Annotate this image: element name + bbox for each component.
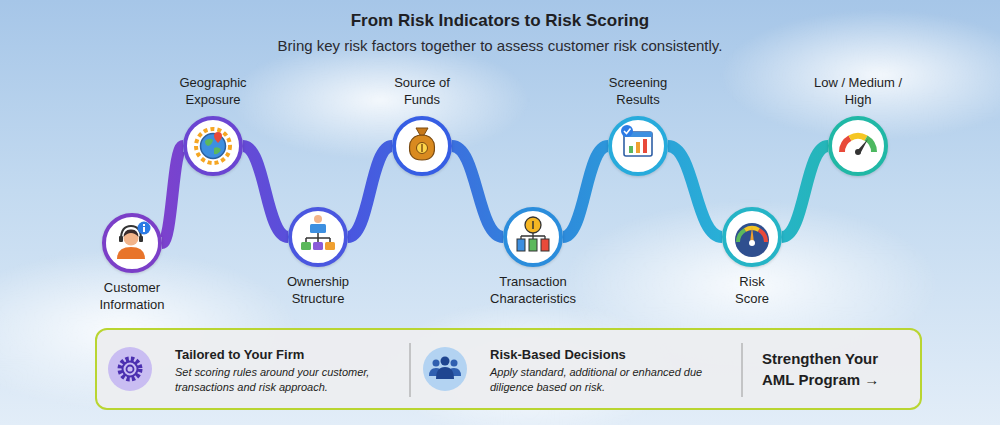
step-label: Low / Medium / High	[808, 74, 908, 108]
wave-connector	[563, 146, 608, 237]
call-to-action: Strengthen Your AML Program →	[762, 348, 912, 390]
step-circle: Risk Score	[722, 207, 782, 267]
wave-connector	[782, 146, 828, 237]
step-label: Risk Score	[727, 273, 777, 307]
subtitle: Bring key risk factors together to asses…	[0, 37, 1000, 54]
step-label: Customer Information	[92, 279, 172, 313]
step-circle: Source of Funds	[392, 116, 452, 176]
panel-heading: Tailored to Your Firm	[175, 347, 405, 363]
diagram-title: From Risk Indicators to Risk Scoring	[0, 11, 1000, 31]
step-circle: Low / Medium / High	[828, 116, 888, 176]
step-circle: Customer Information	[102, 213, 162, 273]
panel-text: Set scoring rules around your customer, …	[175, 365, 407, 395]
step-label: Transaction Characteristics	[480, 273, 586, 307]
wave-connector	[162, 146, 183, 243]
panel-text: Apply standard, additional or enhanced d…	[490, 365, 718, 395]
wave-connector	[243, 146, 288, 237]
info-panel: Tailored to Your FirmSet scoring rules a…	[95, 328, 922, 410]
step-label: Screening Results	[598, 74, 678, 108]
step-circle: Transaction Characteristics	[503, 207, 563, 267]
step-label: Source of Funds	[394, 74, 450, 108]
wave-connector	[348, 146, 392, 237]
step-circle: Screening Results	[608, 116, 668, 176]
cloud	[230, 40, 530, 160]
wave-connector	[668, 146, 722, 237]
step-circle: Ownership Structure	[288, 207, 348, 267]
step-label: Geographic Exposure	[173, 74, 253, 108]
panel-heading: Risk-Based Decisions	[490, 347, 720, 363]
step-circle: Geographic Exposure	[183, 116, 243, 176]
wave-connector	[452, 146, 503, 237]
step-label: Ownership Structure	[280, 273, 356, 307]
